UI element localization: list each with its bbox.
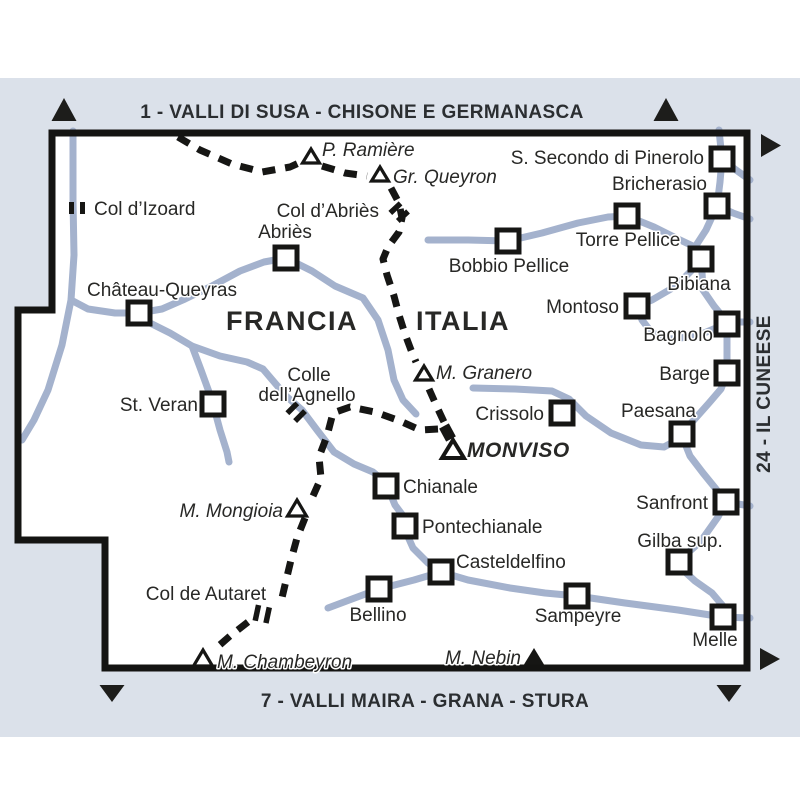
pass-label-autaret: Col de Autaret (146, 584, 267, 605)
adjacent-sheet-title-top: 1 - VALLI DI SUSA - CHISONE E GERMANASCA (140, 102, 584, 123)
town-marker-pontechianale (391, 512, 419, 540)
town-label-bricherasio: Bricherasio (612, 174, 707, 195)
town-label-casteldelfino: Casteldelfino (456, 552, 566, 573)
down-arrow-icon-right (716, 685, 742, 702)
town-label-crissolo: Crissolo (475, 404, 544, 425)
town-marker-chianale (372, 472, 400, 500)
town-marker-bibiana (687, 245, 715, 273)
peak-icon-granero (412, 362, 436, 382)
road-chateau-abries (67, 254, 290, 317)
peak-icon-ramiere (299, 145, 323, 165)
down-arrow-icon-left (99, 685, 125, 702)
town-label-chateau-queyras: Château-Queyras (87, 280, 237, 301)
country-label-francia: FRANCIA (226, 306, 358, 336)
border-segment-mongioia-autaret (277, 516, 309, 603)
border-segment-granero-monviso (425, 387, 448, 424)
adjacent-sheet-title-right: 24 - IL CUNEESE (754, 315, 775, 473)
peak-label-chambeyron: M. Chambeyron (217, 652, 352, 673)
town-marker-barge (713, 359, 741, 387)
town-marker-bobbio-pellice (494, 227, 522, 255)
town-label-sanfront: Sanfront (636, 493, 709, 514)
pass-icon-izoard (69, 202, 85, 214)
peak-markers (190, 145, 544, 668)
town-marker-gilba (665, 548, 693, 576)
adjacent-sheet-title-bottom: 7 - VALLI MAIRA - GRANA - STURA (261, 691, 589, 712)
pass-icon-autaret (252, 604, 272, 624)
border-segment-ramiere-queyron (320, 162, 368, 180)
town-label-montoso: Montoso (546, 297, 619, 318)
pass-label-agnello-line2: dell’Agnello (258, 385, 355, 406)
right-arrow-icon-bottom (760, 648, 780, 670)
town-marker-montoso (623, 292, 651, 320)
border-segment-monviso-west (309, 403, 439, 498)
up-arrow-icon-left (51, 98, 77, 121)
pass-icon-col-abries (388, 201, 410, 223)
town-label-torre-pellice: Torre Pellice (576, 230, 681, 251)
town-marker-s-secondo (708, 145, 736, 173)
border-segment-north (176, 133, 305, 176)
peak-label-nebin: M. Nebin (445, 648, 521, 669)
peak-icon-queyron (368, 163, 392, 183)
town-label-pontechianale: Pontechianale (422, 517, 542, 538)
peak-icon-nebin (524, 648, 544, 665)
pass-symbols (69, 201, 410, 624)
peak-icon-mongioia (284, 496, 310, 518)
town-label-s-secondo: S. Secondo di Pinerolo (511, 148, 704, 169)
map-labels: FRANCIA ITALIA Abriès Château-Queyras St… (86, 139, 740, 675)
national-border (176, 133, 456, 653)
town-marker-sampeyre (563, 582, 591, 610)
town-marker-crissolo (548, 399, 576, 427)
pass-icon-agnello (285, 401, 307, 423)
town-markers (125, 145, 741, 631)
right-arrow-icon-top (761, 134, 781, 157)
border-monviso-arrow (439, 423, 456, 442)
town-marker-melle (709, 603, 737, 631)
pass-label-izoard: Col d’Izoard (94, 199, 195, 220)
town-label-bellino: Bellino (349, 605, 406, 626)
town-marker-sanfront (712, 488, 740, 516)
town-marker-torre-pellice (613, 202, 641, 230)
border-segment-autaret-chambeyron (211, 619, 251, 653)
town-marker-bagnolo (713, 310, 741, 338)
town-marker-abries (272, 244, 300, 272)
town-label-st-veran: St. Veran (120, 395, 198, 416)
town-label-melle: Melle (692, 630, 737, 651)
pass-label-col-abries: Col d’Abriès (277, 201, 379, 222)
town-label-bagnolo: Bagnolo (643, 325, 713, 346)
town-label-chianale: Chianale (403, 477, 478, 498)
peak-label-queyron: Gr. Queyron (393, 167, 497, 188)
town-label-abries: Abriès (258, 222, 312, 243)
peak-icon-monviso (438, 436, 468, 460)
town-label-bobbio-pellice: Bobbio Pellice (449, 256, 569, 277)
road-bobbio-torre (424, 212, 699, 251)
map-sheet-frame (14, 129, 751, 672)
map-sheet-fill (18, 133, 747, 668)
peak-label-granero: M. Granero (436, 363, 532, 384)
town-marker-chateau-queyras (125, 299, 153, 327)
road-abries-south (282, 254, 420, 418)
up-arrow-icon-right (653, 98, 679, 121)
town-marker-paesana (668, 420, 696, 448)
country-label-italia: ITALIA (416, 306, 510, 336)
town-label-bibiana: Bibiana (667, 274, 731, 295)
peak-label-monviso: MONVISO (467, 439, 570, 462)
town-marker-bellino (365, 575, 393, 603)
town-label-paesana: Paesana (621, 401, 696, 422)
town-label-sampeyre: Sampeyre (535, 606, 622, 627)
town-label-gilba: Gilba sup. (637, 531, 723, 552)
town-marker-bricherasio (703, 192, 731, 220)
road-montoso-loop (633, 258, 720, 343)
adjacent-sheet-indicators: 1 - VALLI DI SUSA - CHISONE E GERMANASCA… (51, 98, 781, 712)
peak-label-ramiere: P. Ramière (322, 140, 415, 161)
town-label-barge: Barge (659, 364, 710, 385)
peak-label-mongioia: M. Mongioia (180, 501, 284, 522)
town-marker-st-veran (199, 390, 227, 418)
town-marker-casteldelfino (427, 558, 455, 586)
pass-label-agnello-line1: Colle (287, 365, 330, 386)
